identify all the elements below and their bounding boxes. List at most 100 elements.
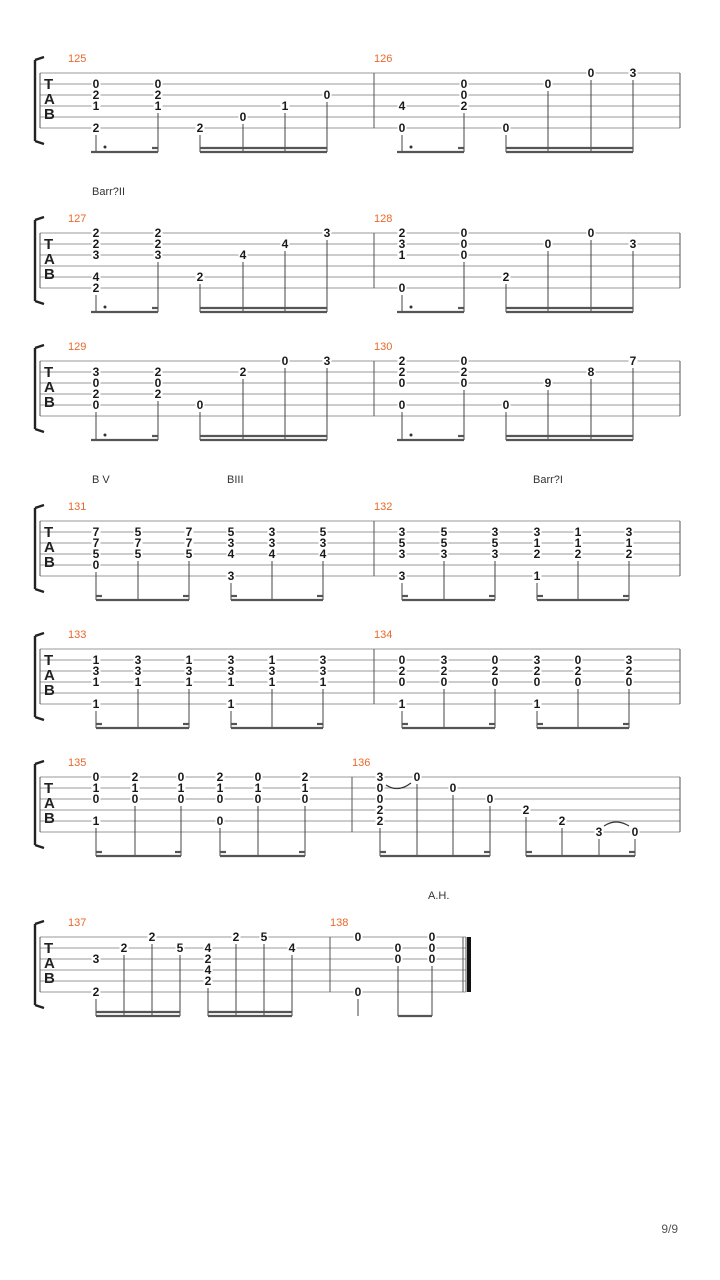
fret-number: 3 [324, 354, 331, 368]
fret-backing [439, 537, 449, 549]
fret-backing [624, 548, 634, 560]
fret-number: 0 [575, 675, 582, 689]
tab-clef-letter: A [44, 539, 55, 556]
fret-number: 0 [155, 77, 162, 91]
fret-number: 3 [441, 653, 448, 667]
fret-backing [153, 227, 163, 239]
fret-backing [153, 249, 163, 261]
tab-clef-letter: T [44, 524, 53, 541]
fret-number: 0 [93, 770, 100, 784]
fret-number: 2 [93, 226, 100, 240]
fret-backing [628, 67, 638, 79]
fret-number: 0 [461, 88, 468, 102]
fret-number: 4 [320, 547, 327, 561]
fret-backing [267, 654, 277, 666]
fret-number: 3 [269, 525, 276, 539]
fret-backing [397, 654, 407, 666]
fret-backing [91, 399, 101, 411]
fret-backing [490, 665, 500, 677]
fret-number: 0 [461, 237, 468, 251]
fret-number: 0 [93, 558, 100, 572]
fret-number: 3 [269, 664, 276, 678]
tab-clef-letter: T [44, 364, 53, 381]
fret-number: 0 [503, 121, 510, 135]
fret-number: 3 [228, 569, 235, 583]
fret-backing [573, 548, 583, 560]
fret-backing [231, 931, 241, 943]
fret-number: 0 [255, 792, 262, 806]
fret-backing [253, 793, 263, 805]
tab-clef-letter: A [44, 955, 55, 972]
fret-number: 0 [429, 952, 436, 966]
fret-number: 3 [320, 653, 327, 667]
fret-backing [318, 654, 328, 666]
fret-number: 3 [269, 536, 276, 550]
fret-backing [532, 570, 542, 582]
fret-number: 1 [399, 248, 406, 262]
fret-backing [397, 377, 407, 389]
fret-backing [501, 122, 511, 134]
fret-number: 3 [320, 536, 327, 550]
fret-backing [153, 78, 163, 90]
fret-number: 5 [228, 525, 235, 539]
fret-backing [397, 238, 407, 250]
fret-backing [532, 548, 542, 560]
fret-backing [543, 377, 553, 389]
fret-number: 2 [559, 814, 566, 828]
fret-backing [397, 698, 407, 710]
measure-number: 134 [374, 629, 392, 641]
fret-number: 1 [186, 675, 193, 689]
fret-backing [133, 665, 143, 677]
fret-number: 2 [441, 664, 448, 678]
fret-number: 5 [441, 525, 448, 539]
fret-backing [259, 931, 269, 943]
fret-number: 1 [93, 675, 100, 689]
fret-backing [427, 953, 437, 965]
rhythm-dot [103, 433, 107, 437]
fret-backing [485, 793, 495, 805]
fret-number: 1 [135, 675, 142, 689]
fret-backing [195, 122, 205, 134]
fret-backing [490, 654, 500, 666]
fret-backing [130, 771, 140, 783]
fret-number: 1 [228, 675, 235, 689]
fret-backing [91, 654, 101, 666]
fret-number: 0 [461, 248, 468, 262]
fret-backing [91, 89, 101, 101]
fret-number: 4 [93, 270, 100, 284]
fret-number: 0 [487, 792, 494, 806]
fret-backing [226, 526, 236, 538]
fret-backing [628, 238, 638, 250]
fret-backing [322, 227, 332, 239]
fret-number: 0 [93, 77, 100, 91]
fret-backing [215, 815, 225, 827]
technique-annotation: BIII [227, 474, 244, 486]
fret-backing [586, 67, 596, 79]
fret-number: 2 [121, 941, 128, 955]
fret-number: 1 [155, 99, 162, 113]
fret-backing [215, 782, 225, 794]
fret-backing [238, 111, 248, 123]
fret-backing [521, 804, 531, 816]
fret-backing [300, 782, 310, 794]
fret-number: 2 [155, 237, 162, 251]
fret-number: 0 [461, 226, 468, 240]
technique-annotation: Barr?I [533, 474, 563, 486]
fret-backing [624, 537, 634, 549]
fret-number: 0 [282, 354, 289, 368]
fret-number: 2 [399, 354, 406, 368]
fret-backing [91, 782, 101, 794]
fret-backing [397, 282, 407, 294]
fret-number: 5 [135, 525, 142, 539]
fret-number: 2 [461, 365, 468, 379]
fret-backing [397, 526, 407, 538]
fret-backing [397, 249, 407, 261]
fret-backing [300, 793, 310, 805]
fret-number: 0 [545, 237, 552, 251]
fret-backing [501, 271, 511, 283]
fret-number: 0 [429, 930, 436, 944]
fret-number: 1 [269, 675, 276, 689]
fret-number: 0 [450, 781, 457, 795]
fret-backing [267, 526, 277, 538]
